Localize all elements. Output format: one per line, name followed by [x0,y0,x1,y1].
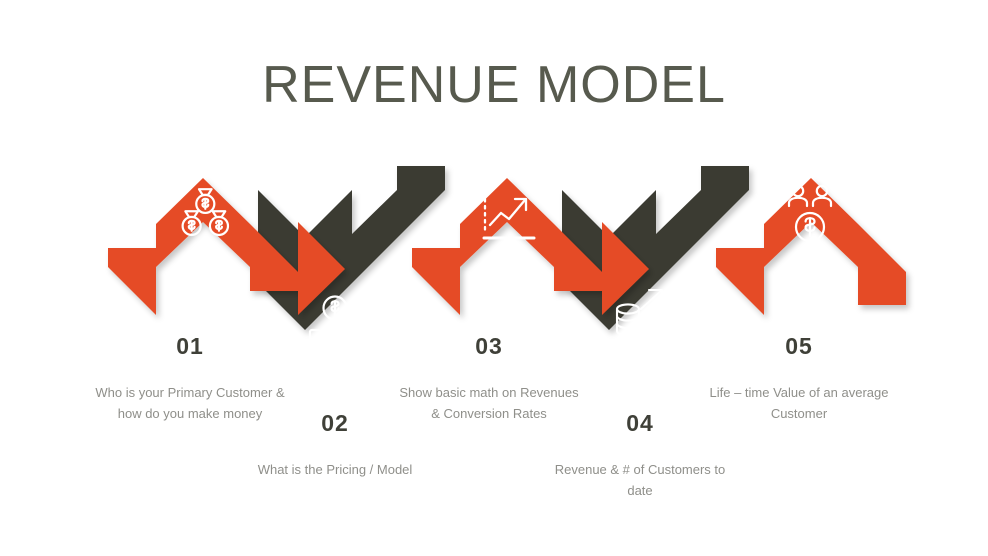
coin-stacks-arrow-icon [615,288,664,339]
customers-coin-icon [787,184,833,243]
step-number-2: 02 [321,410,349,436]
step-number-3: 03 [475,333,503,359]
step-number-4: 04 [626,410,654,436]
step-description-4: Revenue & # of Customers to date [554,462,726,499]
money-bags-icon [181,188,230,237]
step-description-5: Life – time Value of an average Customer [709,385,889,422]
growth-chart-icon [482,190,536,240]
step-description-2: What is the Pricing / Model [257,462,413,477]
arrow-step-3[interactable] [412,178,649,315]
step-description-3: Show basic math on Revenues & Conversion… [399,385,579,422]
zigzag-arrow-diagram [100,160,910,400]
hand-holding-coin-icon [308,295,356,350]
step-label-1: 01 Who is your Primary Customer & how do… [95,333,285,425]
arrow-step-1[interactable] [108,178,345,315]
page-title: REVENUE MODEL [262,56,726,114]
step-label-5: 05 Life – time Value of an average Custo… [704,333,894,425]
step-label-2: 02 What is the Pricing / Model [240,410,430,480]
step-label-4: 04 Revenue & # of Customers to date [545,410,735,502]
step-number-5: 05 [785,333,813,359]
step-number-1: 01 [176,333,204,359]
step-description-1: Who is your Primary Customer & how do yo… [95,385,285,422]
arrow-step-5[interactable] [716,178,906,315]
step-label-3: 03 Show basic math on Revenues & Convers… [394,333,584,425]
